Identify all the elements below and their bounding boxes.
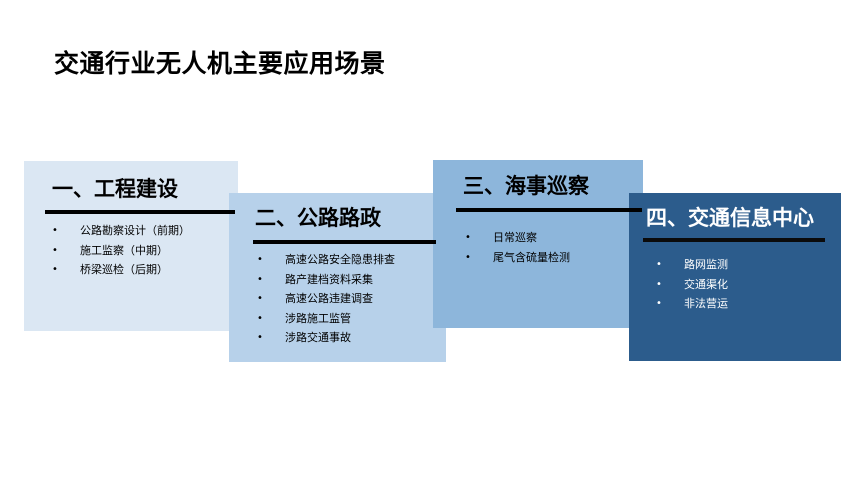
list-item-text: 桥梁巡检（后期）: [80, 263, 168, 276]
list-item-text: 涉路施工监管: [285, 311, 351, 325]
slide-title: 交通行业无人机主要应用场景: [54, 49, 386, 78]
list-item-text: 路网监测: [684, 258, 728, 271]
card-title: 四、交通信息中心: [646, 206, 814, 230]
list-item-text: 尾气含硫量检测: [493, 250, 570, 264]
bullet-icon: •: [465, 232, 471, 243]
bullet-icon: •: [257, 312, 263, 324]
list-item-text: 高速公路违建调查: [285, 292, 373, 305]
card-title: 三、海事巡察: [463, 174, 589, 198]
list-item-text: 施工监察（中期）: [80, 243, 168, 257]
list-item-text: 非法营运: [684, 297, 728, 310]
card-traffic-information-center: 四、交通信息中心 • 路网监测 • 交通渠化 • 非法营运: [629, 193, 841, 361]
bullet-icon: •: [656, 259, 662, 270]
list-item-text: 交通渠化: [684, 277, 728, 291]
bullet-icon: •: [52, 264, 58, 275]
card-title: 一、工程建设: [52, 177, 178, 201]
list-item-text: 高速公路安全隐患排查: [285, 253, 395, 266]
list-item-text: 日常巡察: [493, 231, 537, 244]
bullet-icon: •: [257, 273, 263, 285]
bullet-icon: •: [656, 278, 662, 290]
bullet-icon: •: [257, 332, 263, 343]
card-title-divider: [45, 210, 235, 214]
card-engineering-construction: 一、工程建设 • 公路勘察设计（前期） • 施工监察（中期） • 桥梁巡检（后期）: [24, 161, 238, 331]
bullet-icon: •: [656, 298, 662, 309]
bullet-icon: •: [257, 254, 263, 265]
card-highway-administration: 二、公路路政 • 高速公路安全隐患排查 • 路产建档资料采集 • 高速公路违建调查 •…: [229, 193, 446, 362]
bullet-icon: •: [465, 251, 471, 263]
bullet-icon: •: [257, 293, 263, 304]
card-title: 二、公路路政: [255, 206, 381, 230]
bullet-icon: •: [52, 244, 58, 256]
card-title-divider: [253, 240, 436, 244]
bullet-icon: •: [52, 225, 58, 236]
card-maritime-patrol: 三、海事巡察 • 日常巡察 • 尾气含硫量检测: [433, 160, 643, 328]
card-title-divider: [456, 208, 642, 212]
card-title-divider: [643, 238, 825, 242]
list-item-text: 涉路交通事故: [285, 331, 351, 344]
list-item-text: 路产建档资料采集: [285, 272, 373, 286]
list-item-text: 公路勘察设计（前期）: [80, 224, 190, 237]
